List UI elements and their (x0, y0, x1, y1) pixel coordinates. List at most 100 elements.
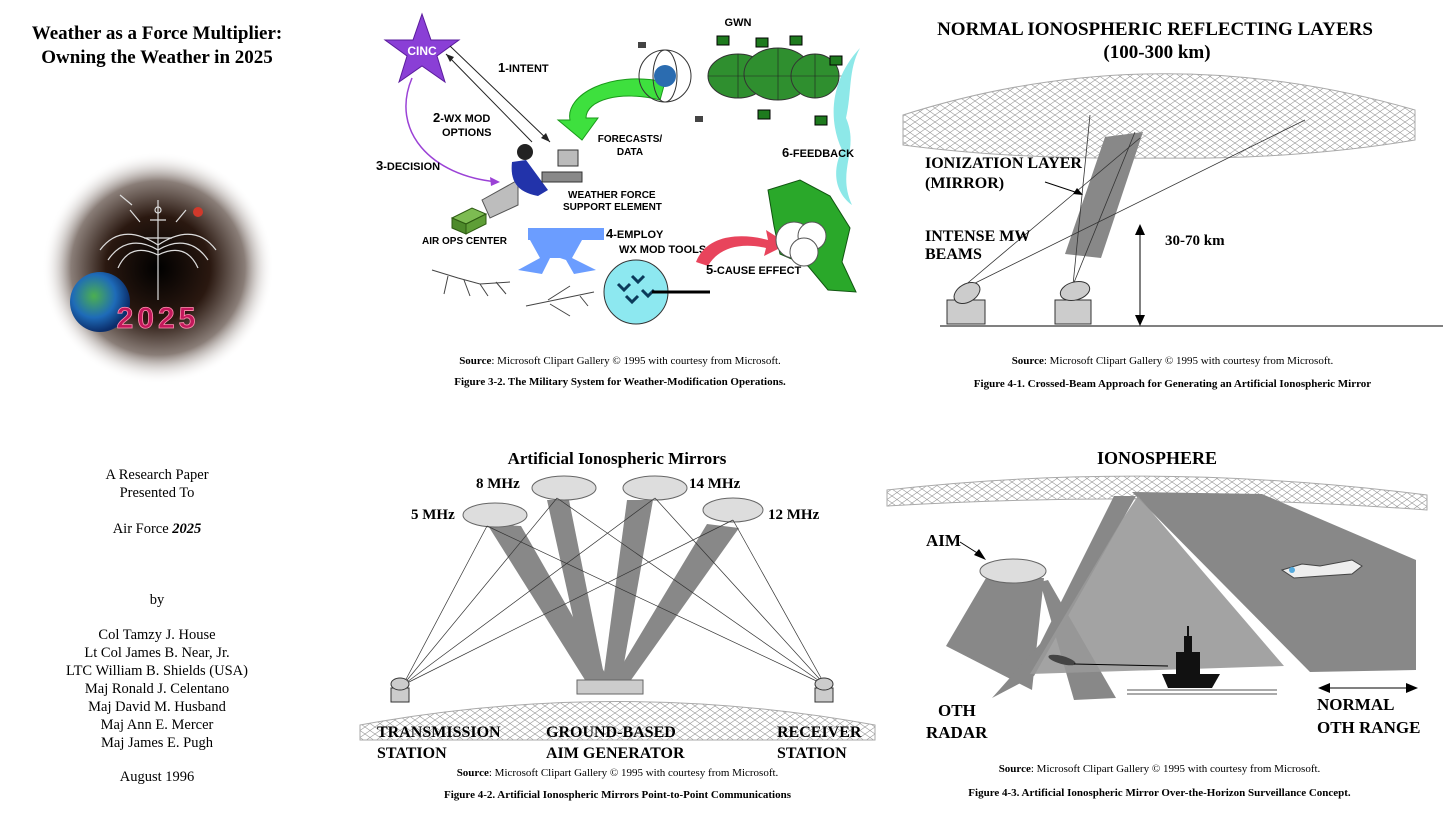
author: Maj Ann E. Mercer (100, 717, 214, 733)
ground-grid (359, 701, 876, 741)
ground-based-label: GROUND-BASED (546, 724, 676, 741)
freq-label-12: 12 MHz (768, 507, 820, 523)
aircraft-icon (1280, 559, 1363, 579)
gwn-network (638, 35, 845, 126)
air-force-2025-logo: 2025 (42, 152, 274, 384)
wx-mod-tools-label: WX MOD TOOLS (619, 244, 706, 256)
source-text: : Microsoft Clipart Gallery © 1995 with … (1043, 355, 1334, 367)
svg-text:5-CAUSE EFFECT: 5-CAUSE EFFECT (706, 262, 802, 277)
mod-tools-icons (431, 269, 595, 317)
intent-label: -INTENT (505, 63, 549, 75)
logo-2025-text: 2025 (117, 302, 200, 335)
dish-antenna-icon (1054, 280, 1092, 325)
oth-range-label: OTH RANGE (1317, 718, 1420, 737)
transmission-station-label: STATION (377, 745, 447, 762)
mirror-14mhz (622, 475, 688, 501)
wfse-label-2: SUPPORT ELEMENT (563, 202, 662, 213)
aim-label: AIM (926, 531, 961, 550)
cover-title-line2: Owning the Weather in 2025 (41, 47, 273, 68)
figure-4-2-diagram: Artificial Ionospheric Mirrors 5 MHz 8 M… (359, 449, 876, 762)
author: LTC William B. Shields (USA) (66, 663, 248, 679)
figure-3-2-source: Source: Microsoft Clipart Gallery © 1995… (360, 355, 880, 367)
by-line: by (149, 592, 165, 608)
ionization-mirror (1065, 132, 1143, 258)
svg-text:4-EMPLOY: 4-EMPLOY (606, 226, 664, 241)
author: Maj Ronald J. Celentano (84, 681, 230, 697)
forecasts-label: FORECASTS/ (598, 134, 663, 145)
feedback-label: -FEEDBACK (789, 148, 854, 160)
svg-text:1-INTENT: 1-INTENT (498, 60, 549, 75)
wx-options-label: OPTIONS (442, 127, 492, 139)
wx-mod-label: -WX MOD (440, 113, 490, 125)
author: Maj David M. Husband (88, 699, 226, 715)
source-label: Source (459, 355, 492, 367)
aim-generator-label: AIM GENERATOR (546, 745, 685, 762)
cover-title-line1: Weather as a Force Multiplier: (31, 23, 283, 44)
figure-4-1-diagram: NORMAL IONOSPHERIC REFLECTING LAYERS (10… (902, 19, 1443, 327)
figure-4-1-title: NORMAL IONOSPHERIC REFLECTING LAYERS (937, 19, 1373, 40)
beams-label-2: BEAMS (925, 246, 982, 263)
mirror-8mhz (531, 475, 597, 501)
dish-antenna-icon (814, 677, 834, 703)
figure-3-2-diagram: CINC 1-INTENT 2-WX MOD OPTIONS 3-DECISIO… (376, 12, 860, 325)
author-list: Col Tamzy J. House Lt Col James B. Near,… (0, 626, 314, 752)
figure-4-3-source: Source: Microsoft Clipart Gallery © 1995… (882, 763, 1437, 775)
svg-text:3-DECISION: 3-DECISION (376, 158, 440, 173)
figure-3-2-caption: Figure 3-2. The Military System for Weat… (454, 376, 786, 388)
normal-label: NORMAL (1317, 695, 1394, 714)
cover-title: Weather as a Force Multiplier: Owning th… (0, 22, 314, 70)
figure-4-2-source: Source: Microsoft Clipart Gallery © 1995… (355, 767, 880, 779)
presented-block: A Research Paper Presented To (0, 466, 314, 502)
air-force-label: Air Force (112, 521, 173, 537)
oth-label: OTH (938, 701, 976, 720)
figure-4-1-source: Source: Microsoft Clipart Gallery © 1995… (895, 355, 1450, 367)
freq-label-8: 8 MHz (476, 476, 520, 492)
presented-line2: Presented To (119, 485, 195, 501)
mirror-label: (MIRROR) (925, 175, 1004, 192)
publication-date: August 1996 (119, 769, 195, 785)
operator-workstation-icon (481, 144, 583, 219)
step-number: 5 (706, 262, 713, 277)
step-number: 6 (782, 145, 789, 160)
dish-antenna-icon (946, 282, 986, 325)
source-label: Source (1011, 355, 1044, 367)
gwn-label: GWN (725, 17, 752, 29)
source-label: Source (998, 763, 1031, 775)
figure-4-3-title: IONOSPHERE (1097, 448, 1217, 468)
presented-line1: A Research Paper (105, 467, 209, 483)
air-force-year: 2025 (172, 521, 202, 537)
altitude-label: 30-70 km (1165, 233, 1225, 249)
aim-generator-icon (576, 679, 644, 695)
step-number: 3 (376, 158, 383, 173)
ionosphere-layer (902, 73, 1416, 159)
svg-text:2-WX MOD: 2-WX MOD (433, 110, 490, 125)
dish-antenna-icon (390, 677, 410, 703)
step-number: 2 (433, 110, 440, 125)
step-number: 1 (498, 60, 505, 75)
freq-label-14: 14 MHz (689, 476, 741, 492)
author: Col Tamzy J. House (98, 627, 216, 643)
author: Maj James E. Pugh (101, 735, 213, 751)
green-arrow-icon (556, 78, 666, 141)
figure-4-3-caption: Figure 4-3. Artificial Ionospheric Mirro… (968, 787, 1351, 799)
figure-4-3-diagram: IONOSPHERE AIM OTH RADAR NORMAL OTH RANG… (886, 448, 1428, 742)
radar-label: RADAR (926, 723, 988, 742)
receiver-station-label: STATION (777, 745, 847, 762)
source-label: Source (456, 767, 489, 779)
air-force-line: Air Force 2025 (0, 520, 314, 538)
missile-icon (1048, 654, 1076, 666)
freq-label-5: 5 MHz (411, 507, 455, 523)
figure-4-2-title: Artificial Ionospheric Mirrors (508, 449, 727, 468)
feedback-arrow-icon (833, 48, 860, 205)
source-text: : Microsoft Clipart Gallery © 1995 with … (1030, 763, 1321, 775)
employ-label: -EMPLOY (613, 229, 664, 241)
mirror-12mhz (702, 497, 764, 523)
figure-4-1-caption: Figure 4-1. Crossed-Beam Approach for Ge… (973, 378, 1372, 390)
air-ops-center-icon (450, 207, 488, 235)
figure-4-1-subtitle: (100-300 km) (1103, 42, 1210, 63)
globe-icon (70, 272, 130, 332)
wings-emblem-icon (99, 194, 217, 300)
air-ops-center-label: AIR OPS CENTER (422, 236, 508, 247)
figure-4-2-caption: Figure 4-2. Artificial Ionospheric Mirro… (444, 789, 791, 801)
svg-text:6-FEEDBACK: 6-FEEDBACK (782, 145, 854, 160)
